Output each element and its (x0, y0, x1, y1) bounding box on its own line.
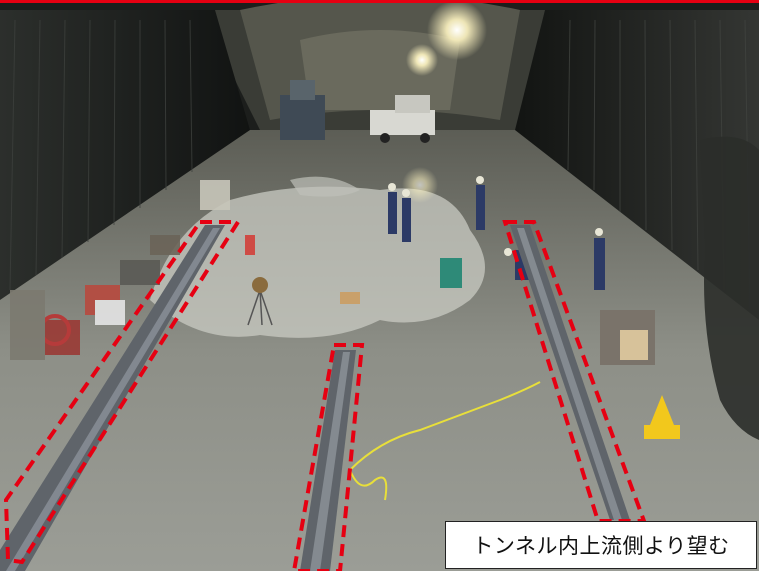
caption-text: トンネル内上流側より望む (472, 534, 730, 558)
highlight-left-rail (3, 220, 242, 565)
caption-box: トンネル内上流側より望む (445, 521, 757, 569)
